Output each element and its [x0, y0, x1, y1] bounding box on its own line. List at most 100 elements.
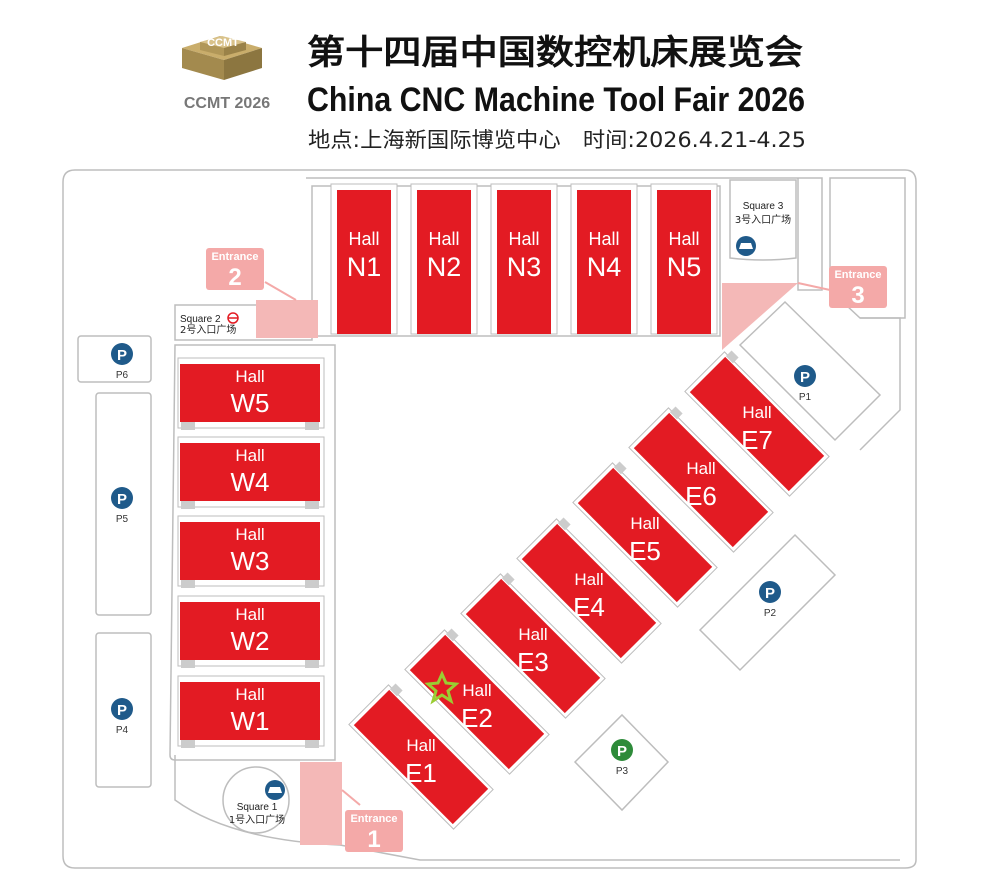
hall-word: Hall [235, 525, 264, 544]
parking-symbol: P [617, 743, 627, 760]
hall-word: Hall [588, 229, 619, 249]
subtitle: 地点:上海新国际博览中心 时间:2026.4.21-4.25 [308, 128, 806, 152]
parking-p6[interactable]: P P6 [111, 343, 133, 381]
hall-code: N3 [507, 252, 542, 282]
entrance-number: 3 [851, 282, 864, 309]
hall-word: Hall [235, 446, 264, 465]
parking-symbol: P [117, 347, 127, 364]
hall-word: Hall [406, 736, 435, 755]
parking-icon [111, 487, 133, 509]
hall-code: N2 [427, 252, 462, 282]
entrance-label: Entrance [834, 269, 881, 281]
parking-code: P5 [116, 514, 129, 525]
title-cn: 第十四届中国数控机床展览会 [307, 33, 803, 73]
parking-symbol: P [800, 369, 810, 386]
parking-symbol: P [117, 702, 127, 719]
entrance-badge-3[interactable]: Entrance 3 [829, 266, 887, 309]
hall-word: Hall [686, 459, 715, 478]
square-1[interactable]: Square 1 1号入口广场 [229, 780, 285, 826]
parking-p1[interactable]: P P1 [794, 365, 816, 403]
hall-word: Hall [348, 229, 379, 249]
parking-p3[interactable]: PP3 [611, 739, 633, 777]
square-cn: 1号入口广场 [229, 813, 285, 826]
hall-code: E6 [685, 481, 717, 511]
entrance-number: 2 [228, 264, 241, 291]
hall-word: Hall [235, 605, 264, 624]
hall-code: W4 [231, 467, 270, 497]
parking-symbol: P [765, 585, 775, 602]
entrance-badge-1[interactable]: Entrance 1 [345, 810, 403, 853]
header: CCMT CCMT 2026 第十四届中国数控机床展览会 China CNC M… [182, 33, 806, 152]
hall-code: E4 [573, 592, 605, 622]
square-en: Square 2 [180, 314, 221, 325]
parking-icon [111, 343, 133, 365]
hall-word: Hall [235, 685, 264, 704]
entrance-zones [256, 281, 831, 845]
square-3[interactable]: Square 3 3号入口广场 [735, 201, 791, 256]
parking-code: P1 [799, 392, 812, 403]
hall-code: E7 [741, 425, 773, 455]
hall-word: Hall [630, 514, 659, 533]
logo-text: CCMT [207, 37, 239, 49]
parking-icon [759, 581, 781, 603]
entrance-badge-2[interactable]: Entrance 2 [206, 248, 264, 291]
hall-code: N4 [587, 252, 622, 282]
hall-code: W3 [231, 546, 270, 576]
hall-code: W5 [231, 388, 270, 418]
square-2[interactable]: Square 2 2号入口广场 [180, 312, 239, 336]
hall-code: E5 [629, 536, 661, 566]
hall-word: Hall [668, 229, 699, 249]
hall-code: N5 [667, 252, 702, 282]
hall-word: Hall [508, 229, 539, 249]
hall-code: W1 [231, 706, 270, 736]
entrance-label: Entrance [211, 251, 258, 263]
parking-icon [111, 698, 133, 720]
hall-code: N1 [347, 252, 382, 282]
parking-icon [794, 365, 816, 387]
hall-code: E1 [405, 758, 437, 788]
parking-p5[interactable]: P P5 [111, 487, 133, 525]
hall-word: Hall [742, 403, 771, 422]
parking-p2[interactable]: P P2 [759, 581, 781, 619]
parking-p4[interactable]: P P4 [111, 698, 133, 736]
halls-east: HallE1HallE2HallE3HallE4HallE5HallE6Hall… [348, 348, 833, 830]
logo-caption: CCMT 2026 [184, 95, 270, 112]
location-marker[interactable] [424, 670, 460, 705]
hall-code: E2 [461, 703, 493, 733]
entrance-label: Entrance [350, 813, 397, 825]
square-cn: 3号入口广场 [735, 213, 791, 226]
parking-symbol: P [117, 491, 127, 508]
hall-word: Hall [518, 625, 547, 644]
hall-code: W2 [231, 626, 270, 656]
hall-word: Hall [428, 229, 459, 249]
parking-code: P4 [116, 725, 129, 736]
square-en: Square 1 [237, 802, 278, 813]
parking-code: P2 [764, 608, 777, 619]
parking-icon [611, 739, 633, 761]
hall-code: E3 [517, 647, 549, 677]
parking-code: P6 [116, 370, 129, 381]
hall-word: Hall [574, 570, 603, 589]
ccmt-logo: CCMT CCMT 2026 [182, 36, 270, 112]
